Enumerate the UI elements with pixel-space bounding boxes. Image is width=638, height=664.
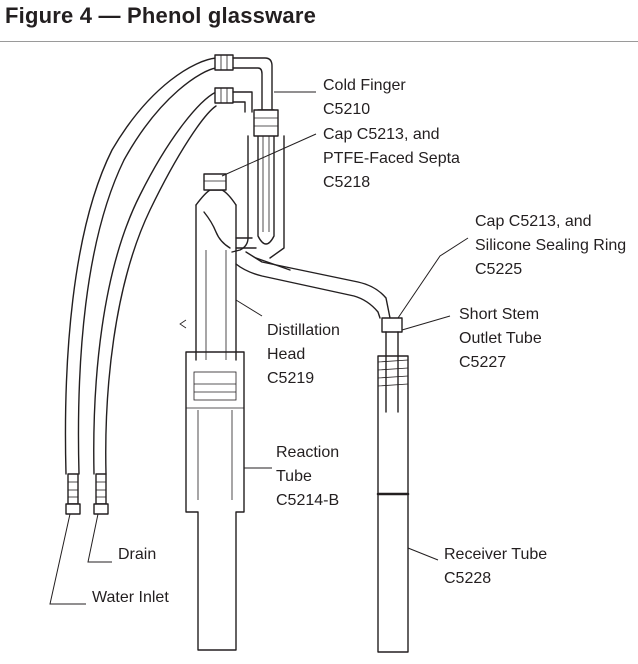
short-stem-outlet-tube [377, 317, 409, 413]
title-rule [0, 41, 638, 42]
label-cap-silicone-ring: Cap C5213, and Silicone Sealing Ring C52… [475, 213, 627, 278]
label-reaction-tube: Reaction Tube C5214-B [276, 444, 340, 509]
receiver-tube [376, 355, 410, 653]
cold-finger [253, 109, 279, 245]
label-cold-finger: Cold Finger C5210 [323, 77, 406, 118]
label-drain: Drain [118, 546, 157, 563]
label-short-stem-outlet-tube: Short Stem Outlet Tube C5227 [459, 306, 542, 371]
distillation-head [195, 135, 391, 361]
figure-title: Figure 4 — Phenol glassware [5, 3, 317, 28]
cooling-hoses [64, 54, 273, 515]
leader-lines [49, 91, 469, 605]
label-cap-ptfe-septa: Cap C5213, and PTFE-Faced Septa C5218 [323, 126, 460, 191]
label-water-inlet: Water Inlet [92, 589, 169, 606]
reaction-tube [179, 319, 245, 651]
label-receiver-tube: Receiver Tube C5228 [444, 546, 548, 587]
label-distillation-head: Distillation Head C5219 [267, 322, 340, 387]
